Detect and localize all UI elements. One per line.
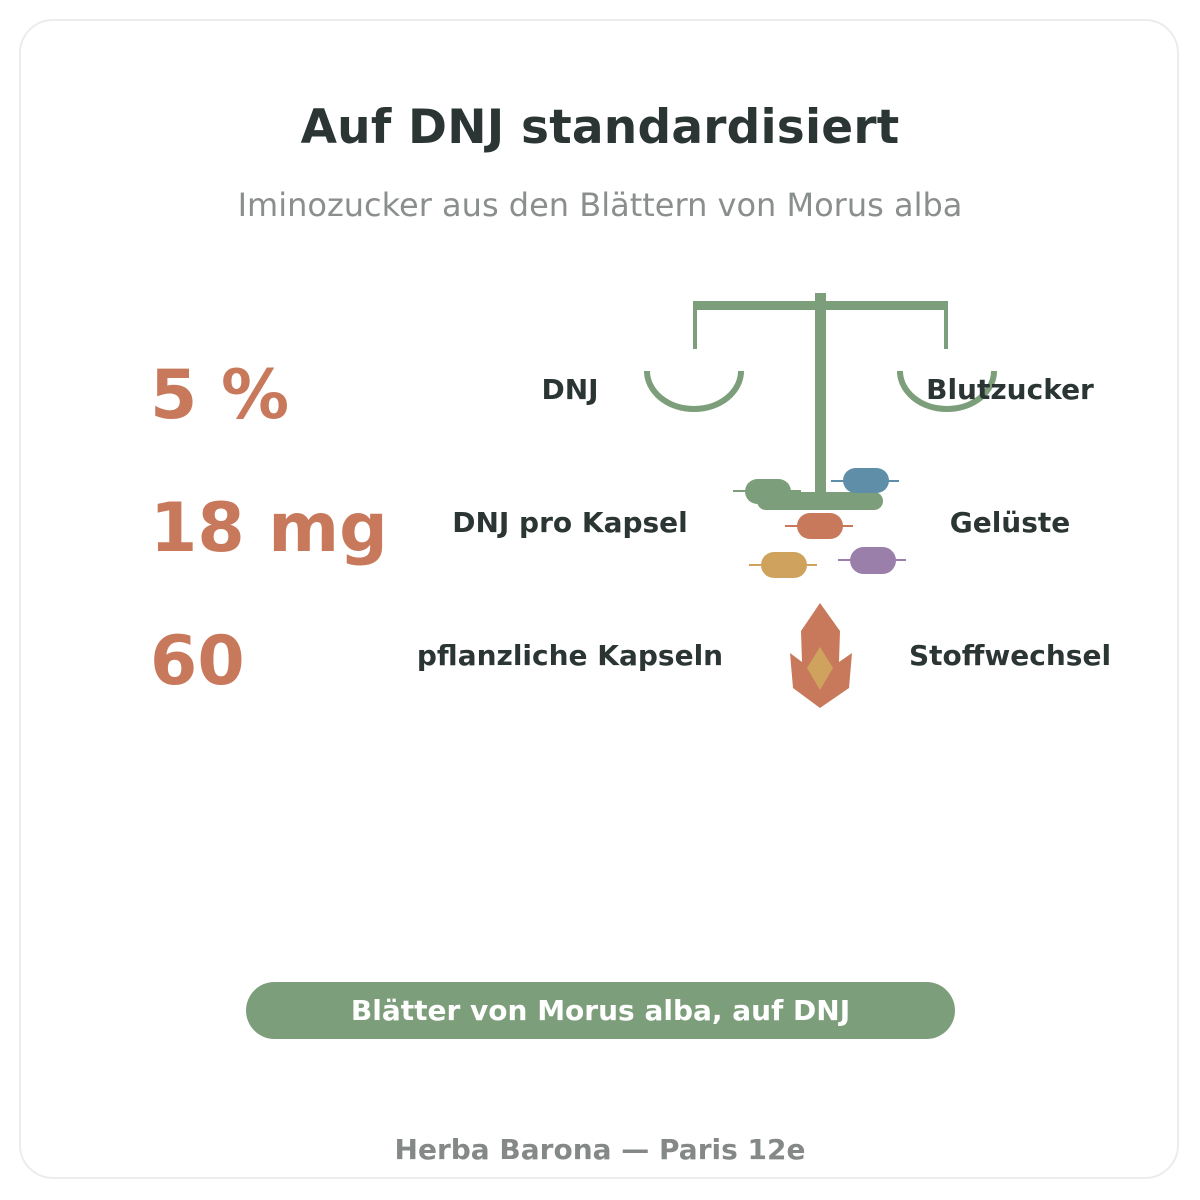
stat-value-capsule-count: 60 xyxy=(150,622,245,701)
footer-brand: Herba Barona — Paris 12e xyxy=(394,1133,806,1166)
effect-label-metabolism: Stoffwechsel xyxy=(908,639,1112,672)
effects-illustration xyxy=(644,293,997,708)
stat-value-dnj-mg: 18 mg xyxy=(150,489,388,568)
effect-label-blood-sugar: Blutzucker xyxy=(926,373,1094,406)
page-title: Auf DNJ standardisiert xyxy=(300,100,900,155)
effect-label-cravings: Gelüste xyxy=(949,506,1071,539)
page-subtitle: Iminozucker aus den Blättern von Morus a… xyxy=(237,186,963,224)
balance-scale-icon xyxy=(644,293,997,510)
flame-icon xyxy=(790,603,852,708)
stat-label-capsules: pflanzliche Kapseln xyxy=(416,639,724,672)
stat-label-dnj: DNJ xyxy=(541,373,599,406)
stat-label-dnj-per-capsule: DNJ pro Kapsel xyxy=(452,506,688,539)
stat-value-dnj-percent: 5 % xyxy=(150,356,290,435)
ingredient-badge: Blätter von Morus alba, auf DNJ standard… xyxy=(246,982,955,1084)
capsules-icon xyxy=(733,468,906,578)
